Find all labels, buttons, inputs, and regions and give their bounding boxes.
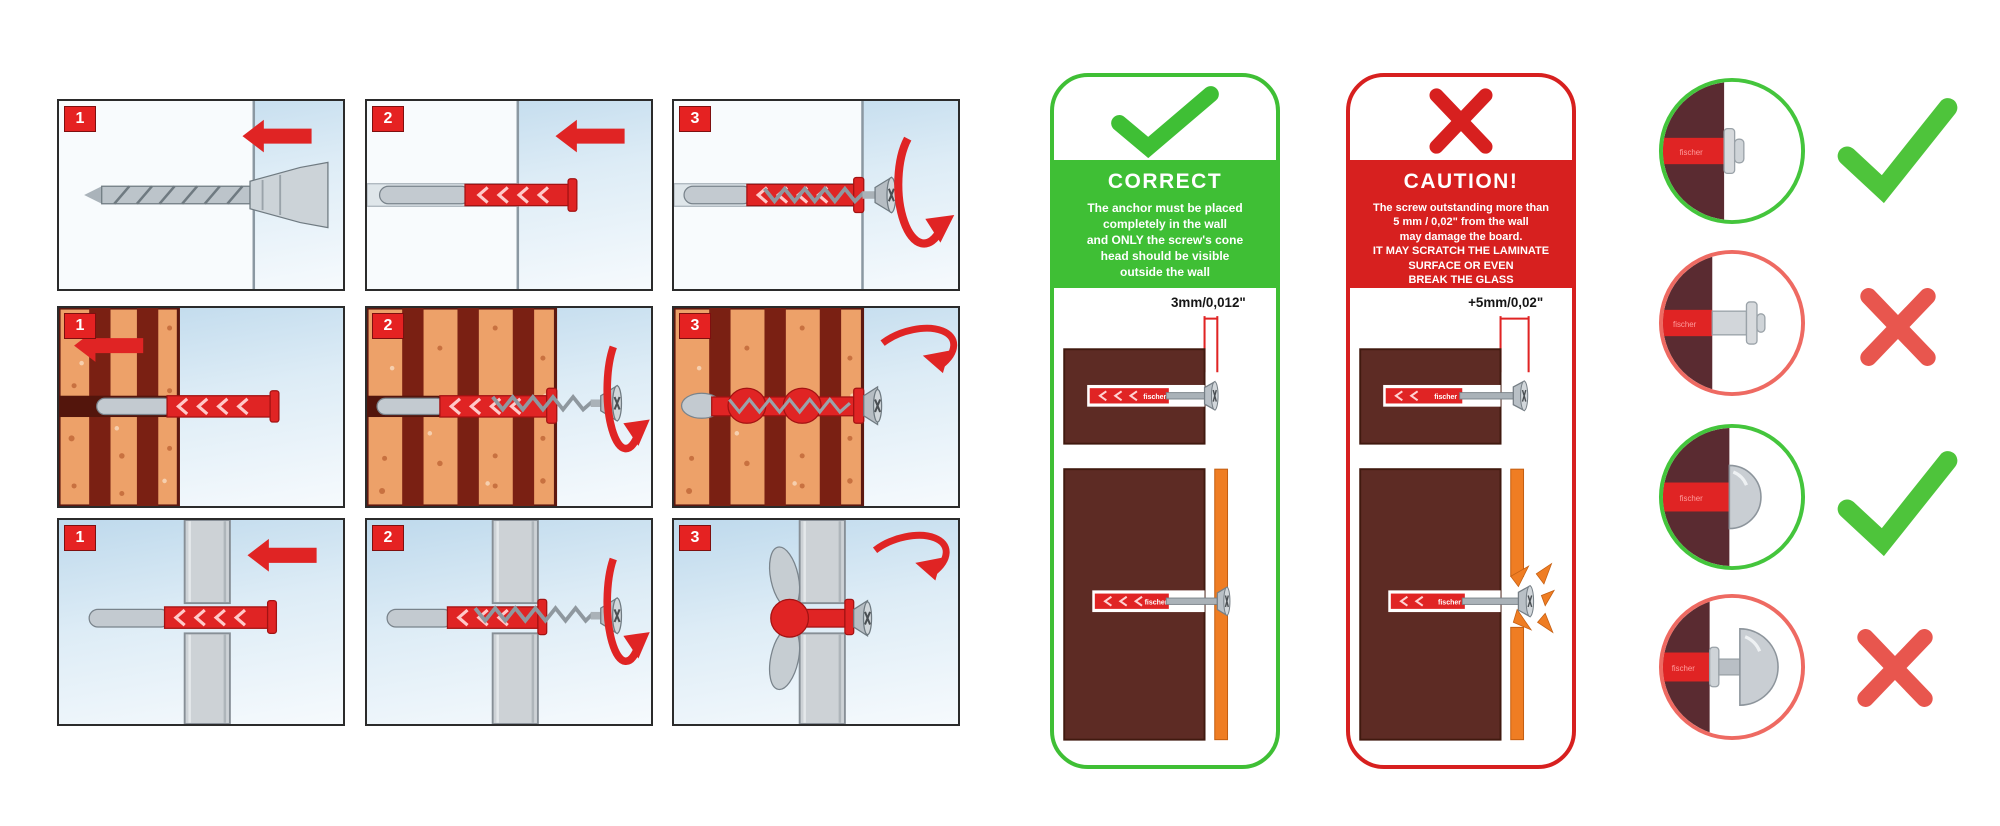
- drill-wall-illustration: [59, 101, 329, 289]
- anchor-folded-board-illustration: [768, 520, 950, 724]
- correct-title: CORRECT: [1107, 170, 1223, 194]
- step-number-badge: 3: [679, 313, 711, 339]
- green-ring: [1658, 77, 1806, 225]
- red-ring: [1658, 249, 1806, 397]
- step-panel-r3-s2: 2: [365, 518, 653, 726]
- correct-measurement-label: 3mm/0,012": [1171, 295, 1246, 310]
- correct-diagram: 3mm/0,012" fischer: [1054, 288, 1276, 765]
- step-number-badge: 2: [372, 313, 404, 339]
- example-anchor-protruding-circle: fischer: [1657, 248, 1807, 398]
- drywall-board: [491, 520, 539, 724]
- step-number-badge: 2: [372, 525, 404, 551]
- x-icon: [1849, 622, 1941, 714]
- check-icon: [1837, 96, 1958, 211]
- insert-anchor-board-illustration: [88, 520, 317, 724]
- rotation-arrow-icon: [603, 345, 650, 453]
- insert-anchor-brick-illustration: [59, 308, 280, 506]
- correct-band: CORRECT The anchor must be placed comple…: [1054, 160, 1276, 288]
- anchor-brand-label: fischer: [1438, 599, 1461, 606]
- rotation-arrow-icon: [603, 557, 650, 665]
- step-panel-r2-s3: 3: [672, 306, 960, 508]
- wall-anchor: [96, 390, 280, 423]
- screw: [853, 599, 873, 637]
- anchor-brand-label: fischer: [1434, 394, 1457, 401]
- push-left-arrow-icon: [242, 119, 312, 153]
- laminate-diagram-broken: fischer: [1359, 468, 1556, 741]
- caution-diagram: +5mm/0,02" fischer: [1350, 288, 1572, 765]
- caution-title: CAUTION!: [1403, 169, 1519, 193]
- rotation-arrow-icon: [894, 136, 955, 248]
- wall-anchor: [378, 178, 578, 212]
- laminate-diagram-flush: fischer: [1063, 468, 1231, 741]
- anchor-brand-label: fischer: [1143, 394, 1166, 401]
- step-panel-r3-s1: 1: [57, 518, 345, 726]
- board-diagram-protruding: fischer: [1359, 348, 1529, 445]
- screw-board-illustration: [386, 520, 650, 724]
- correct-card: CORRECT The anchor must be placed comple…: [1050, 73, 1280, 769]
- example-anchor-flush-circle: fischer: [1657, 76, 1807, 226]
- anchor-brand-label: fischer: [1680, 148, 1704, 157]
- step-panel-r1-s2: 2: [365, 99, 653, 291]
- screw: [728, 385, 883, 426]
- board-diagram-flush: fischer: [1063, 348, 1219, 445]
- caution-band: CAUTION! The screw outstanding more than…: [1350, 159, 1572, 288]
- step-panel-r2-s2: 2: [365, 306, 653, 508]
- screw-brick-illustration: [367, 308, 650, 506]
- step-number-badge: 1: [64, 313, 96, 339]
- x-icon: [1852, 281, 1944, 373]
- correct-body-text: The anchor must be placed completely in …: [1086, 201, 1244, 279]
- step-panel-r1-s3: 3: [672, 99, 960, 291]
- step-number-badge: 2: [372, 106, 404, 132]
- wall-anchor: [376, 387, 558, 424]
- step-number-badge: 1: [64, 106, 96, 132]
- push-left-arrow-icon: [247, 538, 317, 572]
- wall-anchor: [88, 599, 278, 634]
- rotation-arrow-icon: [872, 531, 950, 581]
- screw-in-illustration: [674, 101, 955, 289]
- check-icon: [1837, 449, 1958, 564]
- step-number-badge: 3: [679, 106, 711, 132]
- drill-bit: [84, 161, 329, 229]
- step-number-badge: 1: [64, 525, 96, 551]
- caution-body-text: The screw outstanding more than 5 mm / 0…: [1372, 201, 1550, 287]
- drywall-board: [798, 520, 846, 724]
- broken-shards: [1510, 562, 1556, 634]
- screw: [763, 176, 897, 214]
- wall-anchor: [386, 598, 548, 636]
- example-screwhead-flush-circle: fischer: [1657, 422, 1807, 572]
- caution-measurement-label: +5mm/0,02": [1468, 295, 1543, 310]
- wall-anchor-folded: [768, 546, 855, 691]
- anchor-brand-label: fischer: [1673, 320, 1697, 329]
- insert-anchor-illustration: [367, 101, 625, 289]
- correct-check-icon: [1054, 77, 1276, 160]
- caution-card: CAUTION! The screw outstanding more than…: [1346, 73, 1576, 769]
- caution-x-icon: [1350, 77, 1572, 160]
- step-panel-r2-s1: 1: [57, 306, 345, 508]
- step-panel-r3-s3: 3: [672, 518, 960, 726]
- rotation-arrow-icon: [880, 324, 958, 374]
- red-ring: [1658, 593, 1806, 741]
- drywall-board: [183, 520, 231, 724]
- anchor-expanded-brick-illustration: [674, 308, 958, 506]
- dimension-lines: [1203, 315, 1219, 373]
- step-panel-r1-s1: 1: [57, 99, 345, 291]
- example-screwhead-protruding-circle: fischer: [1657, 592, 1807, 742]
- push-left-arrow-icon: [555, 119, 625, 153]
- step-number-badge: 3: [679, 525, 711, 551]
- dimension-lines: [1499, 315, 1530, 373]
- anchor-brand-label: fischer: [1680, 494, 1704, 503]
- anchor-brand-label: fischer: [1145, 599, 1168, 606]
- anchor-brand-label: fischer: [1672, 664, 1696, 673]
- green-ring: [1658, 423, 1806, 571]
